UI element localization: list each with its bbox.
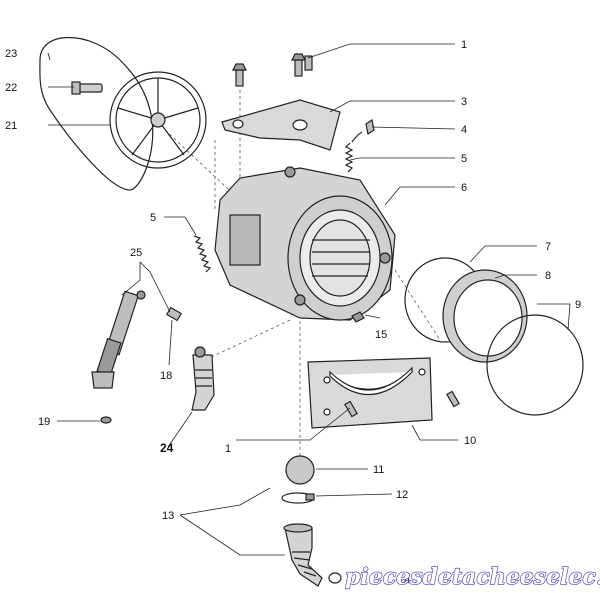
callout-3: 3 xyxy=(461,96,467,108)
callout-18: 18 xyxy=(160,370,172,382)
spring-clip xyxy=(365,119,375,135)
callout-6: 6 xyxy=(461,182,467,194)
hose-ring xyxy=(328,572,342,584)
door-gasket xyxy=(442,269,528,363)
callout-7: 7 xyxy=(545,241,551,253)
callout-4: 4 xyxy=(461,124,467,136)
tub-assembly xyxy=(214,166,396,321)
drain-hose xyxy=(283,523,323,587)
suspension-spring-right xyxy=(344,131,363,173)
callout-13: 13 xyxy=(162,510,174,522)
callout-10: 10 xyxy=(464,435,476,447)
callout-1-top: 1 xyxy=(461,39,467,51)
belt xyxy=(39,36,154,191)
pulley-bolt xyxy=(71,81,103,95)
watermark: piecesdetacheeselec.com xyxy=(345,564,600,590)
callout-9: 9 xyxy=(575,299,581,311)
drain-ball xyxy=(285,455,315,485)
door-seal-clamp-inner xyxy=(486,314,584,416)
callout-24: 24 xyxy=(160,441,174,455)
pin xyxy=(351,311,365,323)
top-bracket xyxy=(221,99,341,151)
callout-25: 25 xyxy=(130,247,142,259)
callout-22: 22 xyxy=(5,82,17,94)
callout-14: 14 xyxy=(398,574,410,586)
callouts: 1 1 3 4 5 5 6 7 8 9 10 11 12 13 14 15 18… xyxy=(5,39,581,586)
callout-21: 21 xyxy=(5,120,17,132)
damper-pin xyxy=(165,306,183,322)
callout-5-left: 5 xyxy=(150,212,156,224)
assembly-guides xyxy=(164,90,441,460)
shock-absorber xyxy=(91,290,146,389)
front-bolt xyxy=(344,390,460,418)
callout-5-right: 5 xyxy=(461,153,467,165)
callout-11: 11 xyxy=(373,464,384,476)
damper-foot-washer xyxy=(100,416,112,424)
top-bolts xyxy=(232,53,313,87)
callout-1-bottom: 1 xyxy=(225,443,231,455)
callout-15: 15 xyxy=(375,329,387,341)
callout-23: 23 xyxy=(5,48,17,60)
pump-hose xyxy=(191,346,215,411)
callout-12: 12 xyxy=(396,489,408,501)
drum-pulley xyxy=(109,71,207,169)
suspension-spring-left xyxy=(193,235,212,273)
callout-8: 8 xyxy=(545,270,551,282)
callout-19: 19 xyxy=(38,416,50,428)
hose-clamp xyxy=(281,492,315,504)
leader-lines xyxy=(47,43,571,556)
